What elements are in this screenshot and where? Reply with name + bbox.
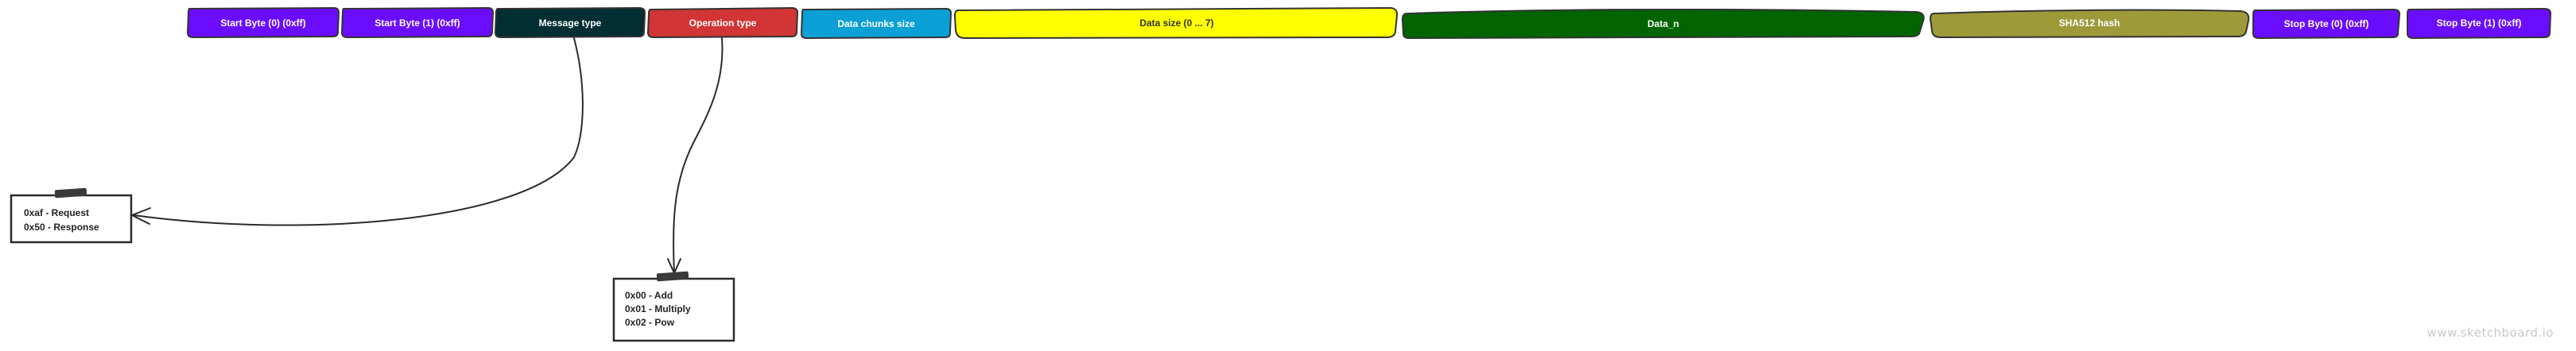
field-label: Stop Byte (0) (0xff) — [2284, 18, 2369, 29]
note-message-type-values: 0xaf - Request 0x50 - Response — [10, 187, 133, 244]
note-line: 0x02 - Pow — [625, 317, 675, 328]
field-label: Message type — [539, 17, 602, 29]
operation-type-connector — [673, 37, 724, 274]
field-label: Stop Byte (1) (0xff) — [2437, 17, 2522, 29]
field-message-type[interactable]: Message type — [494, 6, 646, 39]
watermark: www.sketchboard.io — [2427, 326, 2554, 340]
note-line: 0xaf - Request — [24, 207, 89, 218]
field-operation-type[interactable]: Operation type — [646, 6, 799, 39]
field-label: Data_n — [1647, 18, 1679, 29]
message-type-connector — [133, 37, 584, 226]
field-sha512-hash[interactable]: SHA512 hash — [1929, 9, 2250, 39]
field-label: Start Byte (1) (0xff) — [374, 17, 460, 29]
tape-icon — [54, 187, 87, 199]
note-line: 0x00 - Add — [625, 290, 673, 301]
field-label: Data chunks size — [837, 18, 915, 29]
note-line: 0x01 - Multiply — [625, 303, 691, 314]
field-start-byte-0[interactable]: Start Byte (0) (0xff) — [186, 6, 340, 39]
tape-icon — [656, 271, 689, 282]
note-operation-type-values: 0x00 - Add 0x01 - Multiply 0x02 - Pow — [612, 271, 735, 342]
field-stop-byte-1[interactable]: Stop Byte (1) (0xff) — [2407, 7, 2552, 40]
field-data-n[interactable]: Data_n — [1401, 8, 1925, 40]
field-start-byte-1[interactable]: Start Byte (1) (0xff) — [340, 6, 495, 39]
field-label: Data size (0 ... 7) — [1139, 17, 1213, 29]
note-line: 0x50 - Response — [24, 222, 99, 233]
field-label: Start Byte (0) (0xff) — [220, 17, 305, 29]
field-stop-byte-0[interactable]: Stop Byte (0) (0xff) — [2252, 8, 2401, 40]
field-data-chunks-size[interactable]: Data chunks size — [800, 7, 952, 40]
note-box — [612, 277, 735, 342]
field-label: SHA512 hash — [2059, 17, 2120, 29]
field-data-size[interactable]: Data size (0 ... 7) — [953, 6, 1399, 40]
field-label: Operation type — [689, 17, 757, 29]
note-box — [10, 194, 133, 244]
packet-fields: Start Byte (0) (0xff) Start Byte (1) (0x… — [186, 6, 2552, 40]
